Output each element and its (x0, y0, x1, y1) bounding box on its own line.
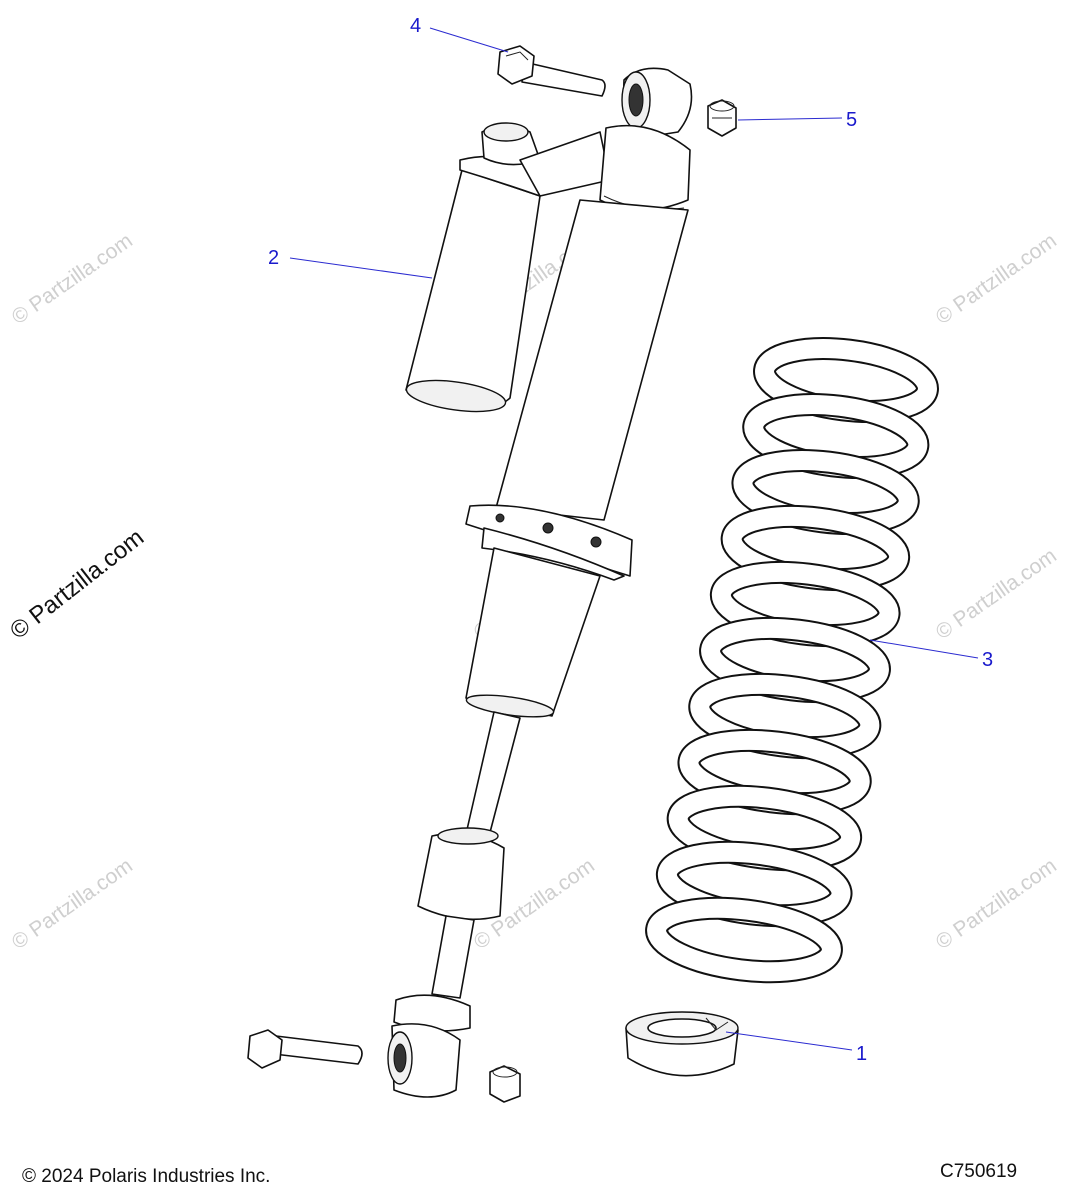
leader-line (289, 257, 433, 279)
callout-4: 4 (410, 15, 421, 37)
footer-diagram-code: C750619 (940, 1161, 1018, 1182)
watermark: © Partzilla.com (8, 229, 137, 329)
leader-line (725, 1031, 853, 1051)
lower-bolt (247, 1029, 363, 1069)
spring-retainer (625, 1011, 739, 1077)
spring-coil (647, 898, 841, 982)
callout-3: 3 (982, 649, 993, 671)
top-nut (707, 99, 737, 137)
top-bolt (497, 45, 606, 97)
watermark: © Partzilla.com (932, 229, 1061, 329)
leader-line (869, 639, 979, 659)
footer-copyright: © 2024 Polaris Industries Inc. (22, 1166, 271, 1187)
callout-5: 5 (846, 109, 857, 131)
callout-1: 1 (856, 1043, 867, 1065)
shock-absorber (387, 67, 693, 1098)
watermark-main: © Partzilla.com (5, 524, 149, 645)
coil-spring (645, 337, 939, 984)
leader-line (737, 117, 843, 121)
lower-nut (489, 1065, 521, 1103)
callout-2: 2 (268, 247, 279, 269)
watermark: © Partzilla.com (932, 854, 1061, 954)
watermark: © Partzilla.com (8, 854, 137, 954)
watermark: © Partzilla.com (932, 544, 1061, 644)
leader-line (429, 27, 509, 53)
